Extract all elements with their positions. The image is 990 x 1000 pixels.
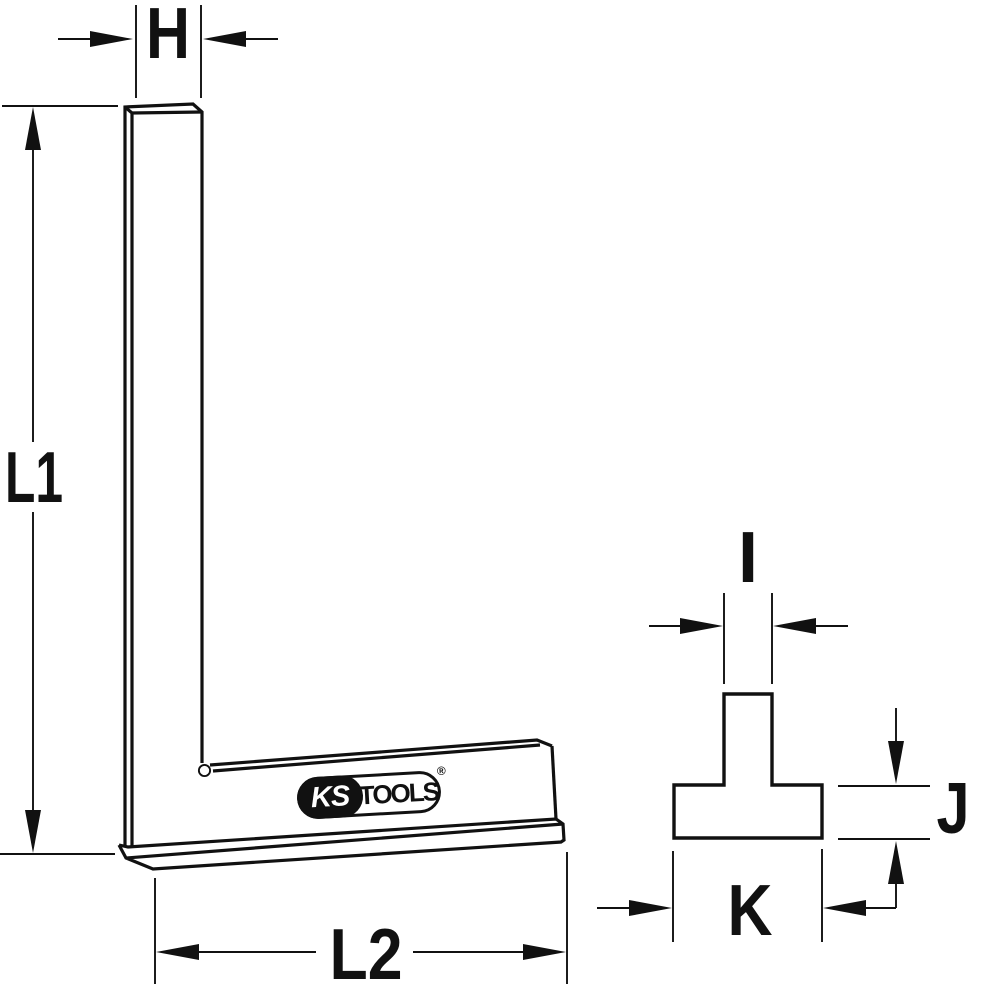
- dim-l1-arrow-top: [25, 107, 41, 150]
- dim-h-arrow-left: [90, 31, 133, 47]
- dim-l2-arrow-right: [523, 944, 566, 960]
- dim-label-i: I: [738, 518, 758, 598]
- blade-outline: [123, 102, 204, 846]
- dim-h-arrow-right: [203, 31, 246, 47]
- dim-l1-extension-lines: [0, 105, 118, 855]
- dim-k-arrow-right: [823, 900, 866, 916]
- base-lip-outline: [117, 817, 566, 871]
- dim-j-arrow-bottom: [888, 841, 904, 884]
- dim-h-extension-lines: [135, 5, 202, 98]
- dim-label-j: J: [937, 769, 970, 849]
- stock-top-edge: [209, 738, 553, 773]
- stock-right-edge: [550, 745, 558, 820]
- dim-k-extension-lines: [672, 849, 823, 942]
- dimension-j: J: [838, 708, 970, 908]
- dim-i-arrow-left: [680, 618, 723, 634]
- blade-bevel-edge: [123, 105, 203, 848]
- section-view: [672, 692, 824, 840]
- dim-i-arrow-right: [773, 618, 816, 634]
- dimension-l1: L1: [0, 105, 118, 855]
- dimension-k: K: [597, 849, 896, 951]
- logo-ks-badge: KS: [295, 774, 365, 820]
- front-view: [117, 102, 566, 871]
- dim-j-extension-lines: [838, 785, 930, 840]
- dim-l2-extension-lines: [154, 852, 568, 984]
- t-profile-outline: [672, 692, 824, 840]
- dim-label-k: K: [728, 871, 773, 951]
- dim-k-arrow-left: [629, 900, 672, 916]
- dim-l2-arrow-left: [156, 944, 199, 960]
- dim-label-l2: L2: [330, 915, 403, 995]
- logo-tools-text: TOOLS: [358, 775, 439, 811]
- dimension-i: I: [649, 518, 848, 684]
- corner-relief-hole-icon: [197, 763, 212, 778]
- dimension-l2: L2: [154, 852, 568, 995]
- dim-label-h: H: [146, 0, 190, 74]
- registered-trademark-icon: ®: [436, 763, 447, 779]
- dim-j-arrow-top: [888, 741, 904, 784]
- dimension-h: H: [58, 0, 278, 98]
- dim-label-l1: L1: [5, 438, 63, 518]
- dim-l1-arrow-bottom: [25, 810, 41, 853]
- dim-i-extension-lines: [723, 593, 773, 684]
- ks-tools-logo: KS TOOLS ®: [295, 764, 446, 820]
